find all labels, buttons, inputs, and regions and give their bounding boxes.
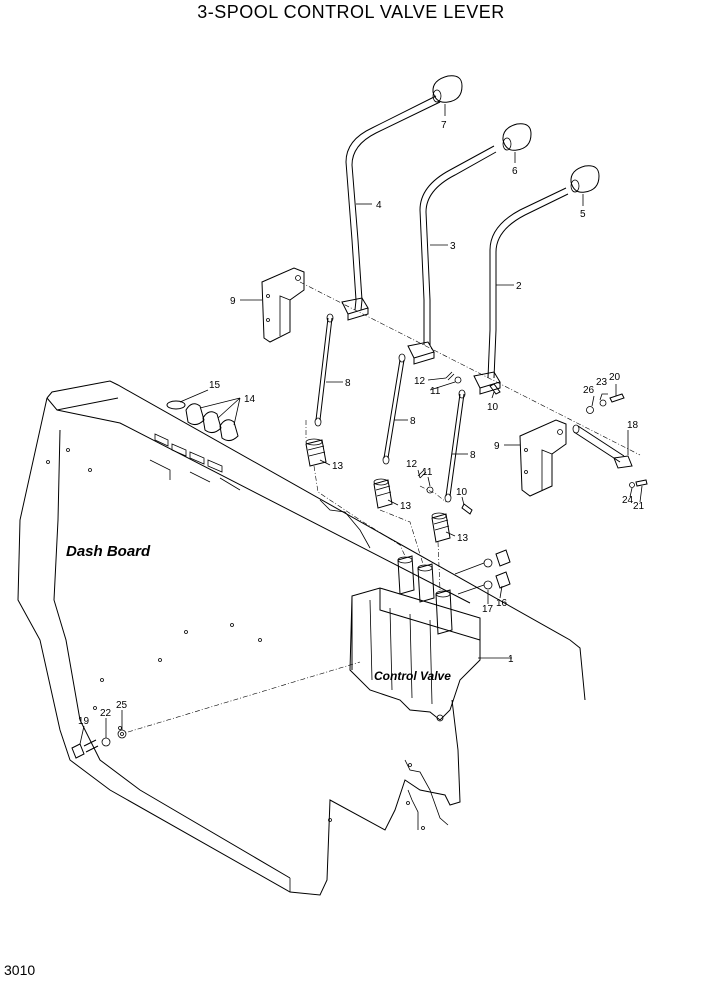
callout-9-left: 9 bbox=[230, 296, 236, 307]
callout-8-middle: 8 bbox=[410, 416, 416, 427]
control-valve-label: Control Valve bbox=[374, 669, 451, 683]
callout-10-lower: 10 bbox=[456, 487, 468, 498]
bracket-9-right bbox=[519, 419, 567, 497]
control-valve-body bbox=[349, 555, 481, 722]
callout-15: 15 bbox=[209, 380, 221, 391]
callout-8-left: 8 bbox=[345, 378, 351, 389]
alignment-lines bbox=[127, 420, 447, 733]
callout-13-left: 13 bbox=[332, 461, 344, 472]
callout-21: 21 bbox=[633, 501, 645, 512]
callout-3: 3 bbox=[450, 241, 456, 252]
lever-pivot-blocks bbox=[341, 297, 501, 395]
callout-5: 5 bbox=[580, 209, 586, 220]
callout-13-middle: 13 bbox=[400, 501, 412, 512]
lever-3 bbox=[419, 145, 497, 345]
knob-7 bbox=[432, 75, 463, 103]
knob-5 bbox=[570, 165, 600, 193]
callout-2: 2 bbox=[516, 281, 522, 292]
small-hardware bbox=[417, 371, 648, 515]
callout-22: 22 bbox=[100, 708, 112, 719]
callout-1: 1 bbox=[508, 654, 514, 665]
callout-18: 18 bbox=[627, 420, 639, 431]
callout-19: 19 bbox=[78, 716, 90, 727]
page-title: 3-SPOOL CONTROL VALVE LEVER bbox=[197, 2, 505, 22]
callout-numbers: 7 6 5 4 3 2 9 9 8 8 8 13 13 13 15 14 12 … bbox=[78, 120, 645, 727]
callout-16: 16 bbox=[496, 598, 508, 609]
pivot-centerline bbox=[299, 281, 641, 456]
callout-13-right: 13 bbox=[457, 533, 469, 544]
page-number: 3010 bbox=[4, 962, 36, 978]
dash-board-panel bbox=[17, 380, 586, 896]
lever-2 bbox=[487, 187, 569, 379]
callout-23: 23 bbox=[596, 377, 608, 388]
callout-25: 25 bbox=[116, 700, 128, 711]
callout-7: 7 bbox=[441, 120, 447, 131]
callout-10-upper: 10 bbox=[487, 402, 499, 413]
callout-14: 14 bbox=[244, 394, 256, 405]
callout-9-right: 9 bbox=[494, 441, 500, 452]
knob-6 bbox=[502, 123, 532, 151]
rods-8 bbox=[314, 313, 466, 503]
callout-24: 24 bbox=[622, 495, 634, 506]
cushions-14-15 bbox=[166, 400, 239, 442]
callout-12-upper: 12 bbox=[414, 376, 426, 387]
callout-6: 6 bbox=[512, 166, 518, 177]
callout-11-lower: 11 bbox=[422, 467, 433, 478]
bracket-9-left bbox=[261, 267, 305, 343]
callout-12-lower: 12 bbox=[406, 459, 418, 470]
pin-18 bbox=[572, 424, 633, 469]
callout-26: 26 bbox=[583, 385, 595, 396]
leader-lines bbox=[79, 104, 643, 745]
callout-4: 4 bbox=[376, 200, 382, 211]
callout-8-right: 8 bbox=[470, 450, 476, 461]
dash-board-label: Dash Board bbox=[66, 543, 151, 560]
callout-20: 20 bbox=[609, 372, 621, 383]
lever-4 bbox=[345, 95, 441, 311]
fittings-16-17 bbox=[454, 549, 511, 595]
callout-11-upper: 11 bbox=[430, 386, 441, 397]
callout-17: 17 bbox=[482, 604, 494, 615]
boots-13 bbox=[305, 438, 451, 543]
